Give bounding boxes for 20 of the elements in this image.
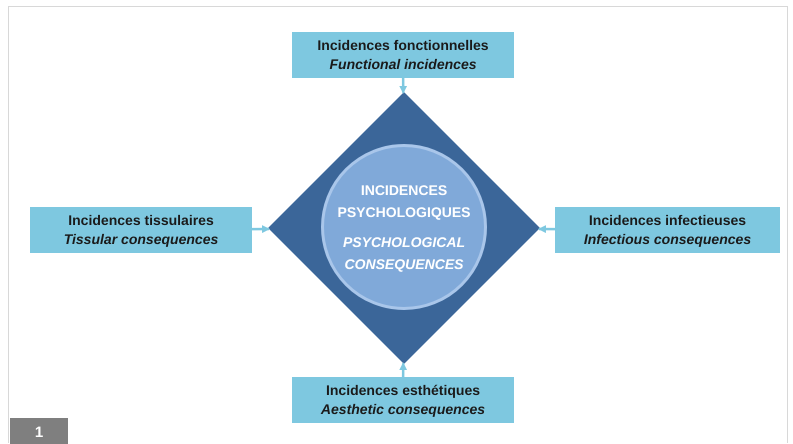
english-label: Functional incidences	[328, 55, 478, 74]
label-box	[292, 32, 514, 78]
arrow	[538, 225, 555, 234]
arrow	[252, 225, 270, 234]
french-label: Incidences fonctionnelles	[316, 36, 490, 55]
diamond-shape	[268, 92, 540, 364]
english-label: Aesthetic consequences	[320, 400, 486, 419]
french-label: Incidences tissulaires	[67, 211, 215, 230]
arrow	[399, 362, 408, 377]
label-box	[555, 207, 780, 253]
arrow	[399, 78, 408, 94]
english-label: Tissular consequences	[62, 230, 220, 249]
circle-heading: INCIDENCES PSYCHOLOGIQUES	[336, 181, 472, 222]
label-box	[292, 377, 514, 423]
figure-number: 1	[10, 418, 68, 444]
label-box	[30, 207, 252, 253]
french-label: Incidences infectieuses	[588, 211, 748, 230]
circle-subheading: PSYCHOLOGICAL CONSEQUENCES	[342, 233, 466, 274]
english-label: Infectious consequences	[582, 230, 752, 249]
french-label: Incidences esthétiques	[324, 381, 482, 400]
